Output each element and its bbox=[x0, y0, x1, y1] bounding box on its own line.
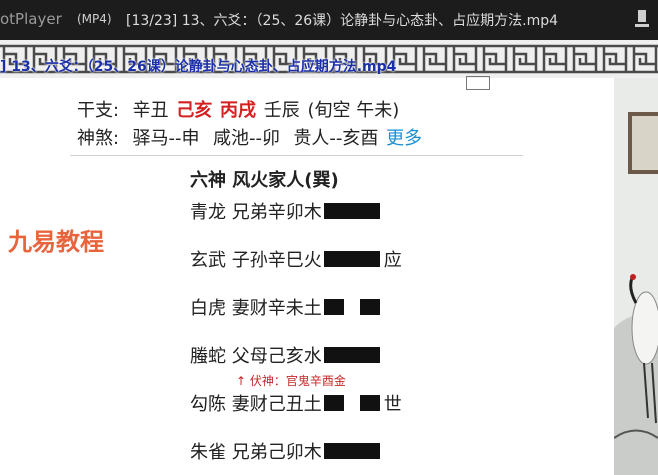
yang-line-mark bbox=[323, 203, 380, 219]
calendar-table-icon bbox=[466, 76, 490, 90]
pushpin-icon[interactable] bbox=[635, 8, 649, 30]
window-title: [13/23] 13、六爻：（25、26课）论静卦与心态卦、占应期方法.mp4 bbox=[126, 13, 559, 29]
yao-line-2: 勾陈 妻财己丑土 世 bbox=[190, 390, 402, 416]
yao-text: 螣蛇 父母己亥水 bbox=[190, 346, 322, 367]
hexagram-title: 六神 风火家人(巽) bbox=[190, 170, 339, 191]
yang-line-mark bbox=[323, 443, 380, 459]
more-link[interactable]: 更多 bbox=[386, 128, 423, 149]
yao-text: 青龙 兄弟辛卯木 bbox=[190, 202, 322, 223]
shensha-item: 咸池--卯 bbox=[212, 128, 280, 149]
fushen-note: ↑ 伏神：官鬼辛酉金 bbox=[236, 374, 346, 388]
file-format: (MP4) bbox=[77, 12, 112, 26]
yao-line-4: 白虎 妻财辛未土 bbox=[190, 294, 384, 320]
crane-painting bbox=[614, 78, 658, 475]
yin-line-mark bbox=[323, 395, 380, 411]
subtitle-overlay: ] 13、六爻：（25、26课）论静卦与心态卦、占应期方法.mp4 bbox=[0, 59, 397, 75]
yang-line-mark bbox=[323, 251, 380, 267]
yao-line-1: 朱雀 兄弟己卯木 bbox=[190, 438, 384, 464]
divider bbox=[70, 155, 523, 156]
yao-text: 玄武 子孙辛巳火 bbox=[190, 250, 322, 271]
yao-line-5: 玄武 子孙辛巳火 应 bbox=[190, 246, 402, 272]
ganzhi-hour: 壬辰 bbox=[263, 100, 300, 121]
app-name: otPlayer bbox=[0, 10, 62, 28]
shensha-item: 驿马--申 bbox=[132, 128, 200, 149]
yao-text: 白虎 妻财辛未土 bbox=[190, 298, 322, 319]
ganzhi-label: 干支: bbox=[77, 100, 120, 121]
yang-line-mark bbox=[323, 347, 380, 363]
yao-line-6: 青龙 兄弟辛卯木 bbox=[190, 198, 384, 224]
shensha-row: 神煞: 驿马--申 咸池--卯 贵人--亥酉 更多 bbox=[77, 124, 424, 150]
lattice-border bbox=[0, 40, 658, 78]
shi-ying-mark: 世 bbox=[383, 394, 402, 415]
xunkong: (旬空 午未) bbox=[307, 100, 400, 121]
shensha-item: 贵人--亥酉 bbox=[293, 128, 379, 149]
yao-line-3: 螣蛇 父母己亥水 bbox=[190, 342, 384, 368]
ganzhi-year: 辛丑 bbox=[132, 100, 169, 121]
yao-text: 勾陈 妻财己丑土 bbox=[190, 394, 322, 415]
ganzhi-month: 己亥 bbox=[176, 100, 213, 121]
title-bar: otPlayer (MP4) [13/23] 13、六爻：（25、26课）论静卦… bbox=[0, 0, 658, 40]
shi-ying-mark: 应 bbox=[383, 250, 402, 271]
watermark-text: 九易教程 bbox=[8, 228, 104, 256]
ganzhi-row: 干支: 辛丑 己亥 丙戌 壬辰 (旬空 午未) bbox=[77, 96, 401, 122]
yao-text: 朱雀 兄弟己卯木 bbox=[190, 442, 322, 463]
shensha-label: 神煞: bbox=[77, 128, 120, 149]
yin-line-mark bbox=[323, 299, 380, 315]
main-content bbox=[0, 78, 614, 475]
ganzhi-day: 丙戌 bbox=[220, 100, 256, 121]
